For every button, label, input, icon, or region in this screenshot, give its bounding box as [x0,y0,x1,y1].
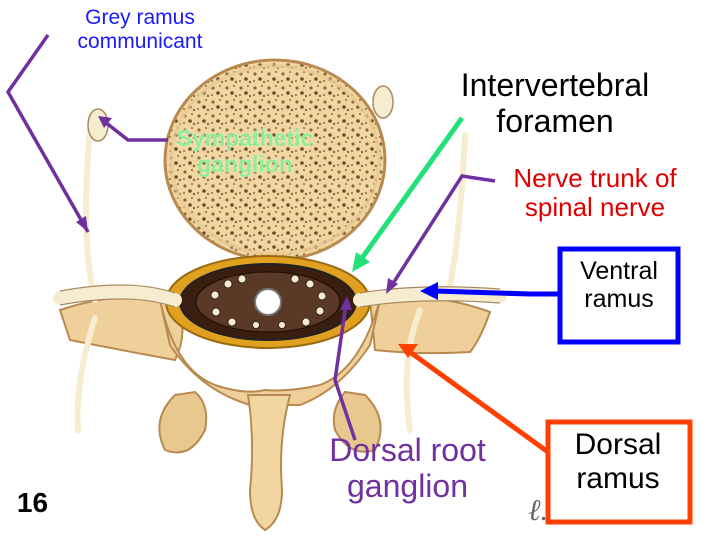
foramen-pointer [359,116,465,260]
grey-ramus-arrowhead [76,216,88,232]
foramen-arrowhead [352,252,370,272]
label-nerve-trunk: Nerve trunk of spinal nerve [490,163,700,223]
ventral-ramus-arrowhead [420,282,438,300]
vertebral-body-rim [169,64,381,256]
left-transverse-process [58,295,184,362]
dorsal-root-pointer [333,303,357,441]
nerve-trunk-pointer [390,174,496,286]
label-grey-ramus-text: Grey ramus communicant [77,6,203,53]
sympathetic-pointer [103,120,168,142]
label-sympathetic-ganglion: Sympathetic ganglion [150,125,340,178]
dorsal-ramus-pointer [408,349,550,455]
label-grey-ramus-communicant: Grey ramus communicant [40,6,240,53]
nerve-outlines [59,284,501,308]
label-ventral-ramus: Ventral ramus [560,257,678,313]
left-articular-facet [158,390,208,454]
artist-signature: ℓ. [528,494,548,527]
label-dorsal-root-text: Dorsal root ganglion [329,432,486,504]
filum-terminale [254,288,282,316]
slide-number: 16 [16,487,49,518]
label-dorsal-ramus-text: Dorsal ramus [574,428,662,495]
dorsal-ramus-box [545,419,693,525]
spinous-process [246,394,292,532]
right-transverse-process [368,295,492,355]
label-foramen-text: Intervertebral foramen [460,67,650,139]
grey-ramus-pointer [5,33,90,233]
dorsal-root-arrowhead [340,296,352,310]
label-dorsal-root-ganglion: Dorsal root ganglion [300,432,515,505]
label-sympathetic-text: Sympathetic ganglion [176,125,314,177]
label-nerve-trunk-text: Nerve trunk of spinal nerve [513,163,677,223]
vertebral-arch [159,299,381,406]
label-dorsal-ramus: Dorsal ramus [548,428,688,495]
dorsal-ramus-arrowhead [398,344,418,358]
sympathetic-arrowhead [98,116,112,128]
label-intervertebral-foramen: Intervertebral foramen [430,67,680,140]
nerve-trunk-arrowhead [386,278,398,294]
right-sympathetic-ganglion [372,85,394,119]
label-ventral-text: Ventral ramus [580,257,658,313]
cauda-equina-roots [210,274,327,329]
ventral-ramus-pointer [433,288,560,297]
